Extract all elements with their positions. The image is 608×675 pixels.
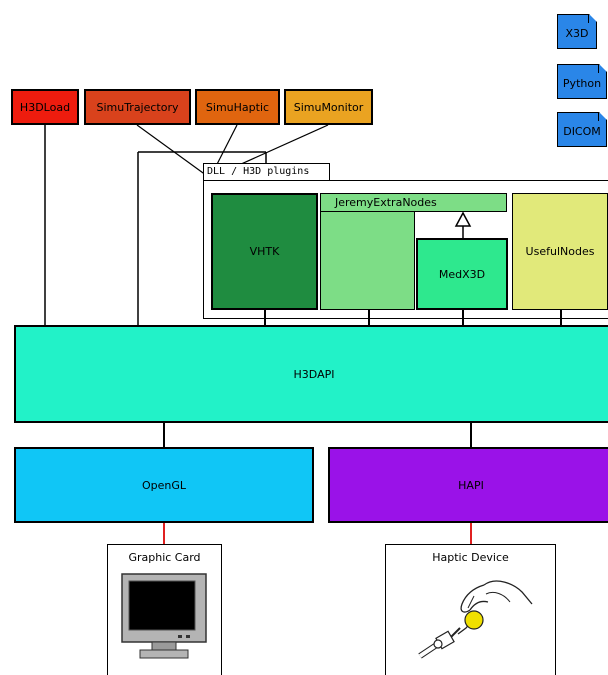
file-icon-dicom: DICOM — [557, 112, 607, 147]
medx3d-label: MedX3D — [438, 267, 486, 281]
connector-hapi — [470, 423, 472, 447]
graphic-card-box: Graphic Card — [107, 544, 222, 675]
app-simutrajectory: SimuTrajectory — [84, 89, 191, 125]
h3dload-label: H3DLoad — [19, 100, 71, 114]
plugin-medx3d: MedX3D — [416, 238, 508, 310]
app-simumonitor: SimuMonitor — [284, 89, 373, 125]
file-icon-python: Python — [557, 64, 607, 99]
vhtk-label: VHTK — [249, 245, 280, 258]
graphic-card-label: Graphic Card — [128, 551, 201, 564]
file-icon-x3d: X3D — [557, 14, 597, 49]
plugins-tab-label: DLL / H3D plugins — [207, 166, 310, 177]
monitor-icon — [121, 573, 207, 659]
hardware-link-graphic — [163, 523, 165, 544]
plugins-tab: DLL / H3D plugins — [203, 163, 330, 181]
opengl-layer: OpenGL — [14, 447, 314, 523]
jeremyextranodes-label: JeremyExtraNodes — [335, 196, 437, 209]
simutrajectory-label: SimuTrajectory — [96, 100, 179, 114]
plugin-usefulnodes: UsefulNodes — [512, 193, 608, 310]
simuhaptic-label: SimuHaptic — [205, 100, 270, 114]
inheritance-arrow — [454, 211, 472, 240]
dicom-label: DICOM — [563, 124, 601, 138]
app-h3dload: H3DLoad — [11, 89, 79, 125]
haptic-device-box: Haptic Device — [385, 544, 556, 675]
plugin-vhtk: VHTK — [211, 193, 318, 310]
haptic-device-label: Haptic Device — [432, 551, 509, 564]
connector-jeremy — [368, 310, 370, 325]
connector-medx3d — [462, 310, 464, 325]
app-simuhaptic: SimuHaptic — [195, 89, 280, 125]
connector-vhtk — [264, 310, 266, 325]
connector-useful — [560, 310, 562, 325]
usefulnodes-label: UsefulNodes — [525, 245, 595, 258]
h3dapi-label: H3DAPI — [293, 367, 335, 381]
jeremyextranodes-header: JeremyExtraNodes — [320, 193, 507, 212]
hapi-label: HAPI — [458, 478, 484, 492]
simumonitor-label: SimuMonitor — [293, 100, 364, 114]
hardware-link-haptic — [470, 523, 472, 544]
haptic-device-icon — [418, 580, 533, 659]
plugin-jeremyextranodes — [320, 193, 415, 310]
h3dapi-layer: H3DAPI — [14, 325, 608, 423]
connector-opengl — [163, 423, 165, 447]
x3d-label: X3D — [565, 26, 589, 40]
python-label: Python — [562, 76, 602, 90]
opengl-label: OpenGL — [141, 478, 187, 492]
hapi-layer: HAPI — [328, 447, 608, 523]
